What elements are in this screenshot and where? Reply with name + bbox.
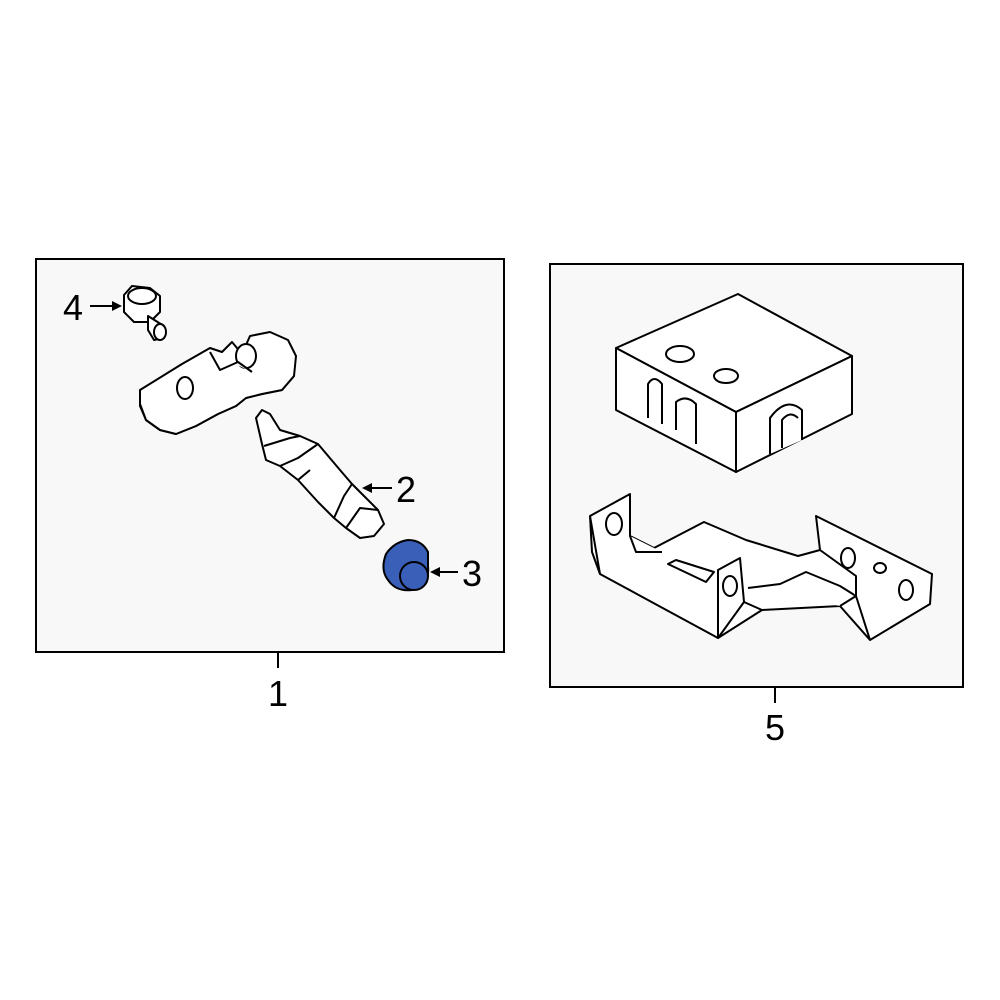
callout-2-label: 2 — [396, 469, 416, 510]
tpms-sensor-assembly: 4 2 3 1 — [35, 258, 505, 714]
module-bracket-drawing — [589, 493, 933, 641]
assembly-5-label: 5 — [765, 707, 785, 748]
callout-4-label: 4 — [63, 287, 83, 328]
assembly-1-label: 1 — [268, 673, 288, 714]
callout-3-label: 3 — [462, 553, 482, 594]
tpms-sensor-body-drawing — [139, 331, 297, 435]
valve-stem-cap-drawing — [123, 285, 167, 341]
valve-stem-drawing — [255, 409, 385, 539]
valve-core-cap-drawing — [382, 539, 430, 592]
tpms-module-assembly: 5 — [549, 263, 964, 748]
tpms-control-module-drawing — [615, 293, 853, 473]
